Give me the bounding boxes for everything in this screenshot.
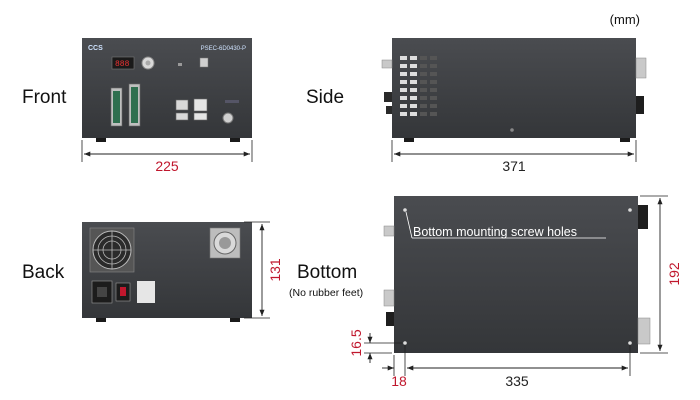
- mounting-hole-icon: [403, 341, 407, 345]
- rear-power-icon: [636, 96, 644, 114]
- dial-center-icon: [145, 60, 151, 66]
- front-width-dim: 225: [155, 158, 179, 174]
- usb-port-2-icon: [175, 112, 189, 121]
- side-label: Side: [306, 87, 344, 108]
- digital-display: [111, 56, 135, 70]
- bottom-depth-dim: 192: [666, 262, 682, 286]
- mounting-hole-icon: [403, 208, 407, 212]
- bottom-note: (No rubber feet): [289, 287, 363, 299]
- rear-connector-icon: [637, 317, 651, 345]
- foot-icon: [230, 138, 240, 142]
- side-panel: [392, 38, 636, 138]
- rear-connector-icon: [635, 57, 647, 79]
- connector-protrusion-icon: [383, 289, 395, 307]
- callout-leader-line: [405, 211, 413, 239]
- lan-port-icon: [193, 98, 208, 112]
- bottom-edge-dim: 16.5: [348, 329, 364, 356]
- knob-protrusion-icon: [381, 59, 393, 69]
- display-digits-icon: 888: [115, 60, 130, 69]
- label-strip-icon: [225, 100, 239, 103]
- bottom-hole-span-dim: 335: [505, 373, 529, 389]
- connector-right-pins-icon: [131, 87, 138, 123]
- rating-label-icon: [137, 281, 155, 303]
- mounting-holes-callout: Bottom mounting screw holes: [413, 225, 577, 239]
- foot-icon: [230, 318, 240, 322]
- bottom-label: Bottom: [297, 262, 357, 283]
- connector-left-pins-icon: [113, 91, 120, 123]
- brand-logo: CCS: [88, 45, 103, 52]
- side-vents-icon: [400, 56, 437, 116]
- knob-protrusion-icon: [383, 225, 395, 237]
- indicator-led-icon: [178, 63, 182, 66]
- bottom-panel: [394, 196, 638, 353]
- foot-icon: [96, 138, 106, 142]
- unit-label: (mm): [610, 12, 640, 27]
- screw-icon: [510, 128, 514, 132]
- lan-port-2-icon: [193, 112, 208, 121]
- back-view: Back 131: [22, 221, 283, 322]
- usb-port-icon: [175, 99, 189, 111]
- back-height-dim: 131: [267, 258, 283, 282]
- round-connector-center-icon: [219, 237, 231, 249]
- bottom-view: Bottom (No rubber feet) Bottom mounting …: [289, 195, 682, 389]
- foot-icon: [404, 138, 414, 142]
- rotary-knob-icon: [222, 112, 234, 124]
- switch-icon: [199, 57, 209, 68]
- port-protrusion-icon: [386, 312, 394, 326]
- foot-icon: [96, 318, 106, 322]
- power-inlet-pins-icon: [97, 287, 107, 297]
- side-length-dim: 371: [502, 158, 526, 174]
- model-label: PSEC-6D0430-P: [201, 46, 246, 52]
- rear-power-icon: [638, 205, 648, 229]
- side-view: Side: [306, 38, 647, 174]
- foot-icon: [620, 138, 630, 142]
- power-switch-rocker-icon: [120, 287, 126, 296]
- mounting-hole-icon: [628, 208, 632, 212]
- connector-protrusion-icon: [384, 92, 392, 102]
- front-view: Front CCS PSEC-6D0430-P 888 225: [22, 38, 253, 174]
- front-label: Front: [22, 87, 67, 108]
- mounting-hole-icon: [628, 341, 632, 345]
- bottom-offset-dim: 18: [391, 373, 407, 389]
- port-protrusion-icon: [386, 106, 392, 114]
- back-label: Back: [22, 262, 65, 283]
